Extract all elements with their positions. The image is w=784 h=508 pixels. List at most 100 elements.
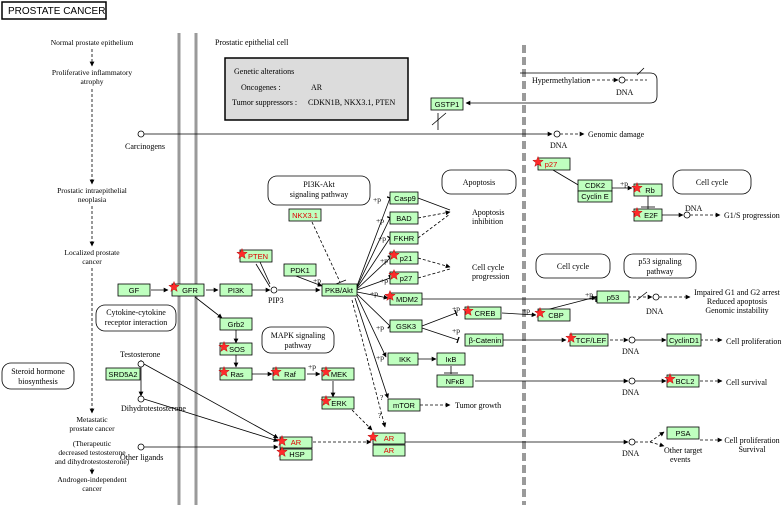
gene-bad-label: BAD: [396, 214, 412, 223]
dna-label-tcf: DNA: [622, 347, 640, 356]
question-1: ?: [380, 393, 384, 402]
cell-cycle-box-2[interactable]: [672, 169, 752, 195]
gene-hsp-label: HSP: [289, 450, 304, 459]
other-ligands-label: Other ligands: [120, 453, 163, 462]
gene-srd5a2[interactable]: SRD5A2: [105, 367, 141, 381]
cytokine-label-2: receptor interaction: [105, 318, 167, 327]
gene-e2f-label: E2F: [644, 211, 658, 220]
stage-metastatic-1: Metastatic: [76, 415, 108, 424]
plus-12: +p: [522, 306, 530, 315]
stage-column: Normal prostate epithelium Proliferative…: [51, 38, 134, 493]
pi3k-akt-pathway-box[interactable]: [267, 175, 371, 206]
mutation-star-icon: [462, 304, 474, 316]
gene-ikk[interactable]: IKK: [387, 352, 419, 366]
steroid-box[interactable]: [1, 362, 75, 390]
gene-grb2-label: Grb2: [228, 320, 245, 329]
pip3-label: PIP3: [268, 296, 284, 305]
gene-pdk1[interactable]: PDK1: [283, 263, 317, 277]
gene-pkb[interactable]: PKB/Akt: [321, 283, 358, 297]
cell-survival-label: Cell survival: [726, 378, 768, 387]
plus-1: +p: [313, 276, 321, 285]
gene-bad[interactable]: BAD: [389, 211, 419, 225]
plus-6: +p: [380, 276, 388, 285]
mutation-star-icon: [664, 372, 676, 384]
apoptosis-box[interactable]: [441, 169, 517, 195]
gene-gfr[interactable]: GFR: [171, 283, 205, 297]
gene-tcf[interactable]: TCF/LEF: [569, 333, 609, 347]
cell-cycle-box-1[interactable]: [535, 253, 611, 279]
genomic-damage-label: Genomic damage: [588, 130, 645, 139]
gene-p27b-label: p27: [545, 160, 558, 169]
ccp-label-1: Cell cycle: [472, 263, 505, 272]
gene-nkx31-label: NKX3.1: [292, 211, 318, 220]
pi3k-akt-label-1: PI3K-Akt: [303, 180, 335, 189]
mapk-pathway-box[interactable]: [261, 326, 335, 354]
plus-5: +p: [380, 256, 388, 265]
gene-bcatenin[interactable]: β-Catenin: [464, 333, 504, 347]
gene-ar-nuclear-2[interactable]: AR: [372, 444, 406, 457]
mutation-star-icon: [270, 365, 282, 377]
stage-therapeutic-3: and dihydrotestosterone): [55, 457, 130, 466]
gene-gstp1-label: GSTP1: [435, 100, 460, 109]
gene-ar-nuclear-1[interactable]: AR: [372, 432, 406, 445]
gene-cyclin-e[interactable]: Cyclin E: [577, 190, 613, 203]
stage-normal: Normal prostate epithelium: [51, 38, 134, 47]
mutation-star-icon: [236, 247, 248, 259]
p53-pathway-box[interactable]: [623, 253, 697, 279]
gene-gf[interactable]: GF: [117, 283, 151, 297]
gene-ar-1[interactable]: AR: [279, 436, 313, 449]
gene-nkx31[interactable]: NKX3.1: [288, 208, 322, 222]
gene-pkb-label: PKB/Akt: [325, 286, 354, 295]
other-target-label-1: Other target: [664, 446, 703, 455]
gene-fkhr[interactable]: FKHR: [389, 231, 419, 245]
gene-cdk2[interactable]: CDK2: [577, 179, 613, 192]
ga-header: Genetic alterations: [234, 67, 294, 76]
gene-fkhr-label: FKHR: [394, 234, 415, 243]
mutation-star-icon: [276, 434, 288, 446]
gene-psa[interactable]: PSA: [666, 426, 700, 440]
impaired-label-2: Reduced apoptosis: [707, 297, 767, 306]
plus-2: +p: [373, 195, 381, 204]
gene-raf[interactable]: Raf: [272, 367, 306, 381]
gene-pi3k-label: PI3K: [228, 286, 244, 295]
genetic-alterations-box: Genetic alterations Oncogenes : AR Tumor…: [224, 57, 409, 121]
gene-cyclind1[interactable]: CyclinD1: [666, 333, 702, 347]
carcinogens-label: Carcinogens: [125, 142, 165, 151]
gene-p27b[interactable]: p27: [537, 157, 571, 171]
gene-cbp[interactable]: CBP: [537, 308, 571, 322]
gene-bcl2[interactable]: BCL2: [666, 374, 700, 388]
gene-mdm2[interactable]: MDM2: [389, 292, 423, 306]
gene-gsk3[interactable]: GSK3: [389, 319, 423, 333]
gene-ikb-label: IκB: [446, 355, 457, 364]
stage-ai-1: Androgen-independent: [57, 475, 127, 484]
mutation-star-icon: [218, 340, 230, 352]
gene-pten[interactable]: PTEN: [239, 249, 273, 263]
cell-prolif-label: Cell proliferation: [726, 337, 781, 346]
mutation-star-icon: [276, 445, 288, 457]
gene-boxes[interactable]: GSTP1 GF GFR PI3K PTEN PDK1 NKX3.1 PKB/A…: [105, 97, 702, 461]
gene-tcf-label: TCF/LEF: [576, 336, 607, 345]
gene-nfkb[interactable]: NFκB: [436, 374, 474, 388]
gene-creb[interactable]: CREB: [464, 306, 502, 320]
gene-gstp1[interactable]: GSTP1: [430, 97, 464, 111]
gene-raf-label: Raf: [284, 370, 297, 379]
gene-casp9[interactable]: Casp9: [389, 191, 419, 205]
gene-ikk-label: IKK: [399, 355, 411, 364]
p53-path-label-1: p53 signaling: [638, 257, 681, 266]
gene-mdm2-label: MDM2: [396, 295, 418, 304]
gene-p53[interactable]: p53: [596, 290, 630, 304]
other-target-label-2: events: [670, 455, 690, 464]
cytokine-box[interactable]: [95, 304, 177, 332]
gene-grb2[interactable]: Grb2: [219, 317, 253, 331]
gene-pi3k[interactable]: PI3K: [219, 283, 253, 297]
gene-mtor[interactable]: mTOR: [387, 398, 421, 412]
ga-suppressors-label: Tumor suppressors :: [232, 98, 297, 107]
gene-ikb[interactable]: IκB: [436, 352, 466, 366]
plus-11: +p: [452, 326, 460, 335]
impaired-label-3: Genomic instability: [705, 306, 768, 315]
plus-13: +p: [585, 290, 593, 299]
plus-10: +p: [452, 304, 460, 313]
plus-4: +p: [378, 234, 386, 243]
prolif-surv-label-2: Survival: [738, 445, 766, 454]
